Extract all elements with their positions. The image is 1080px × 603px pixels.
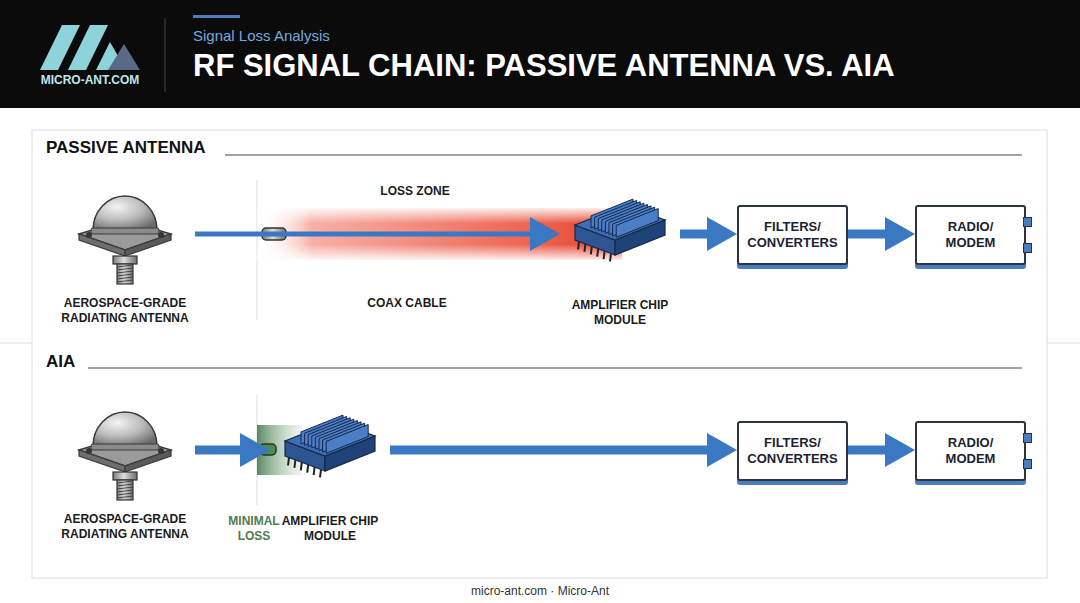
- figure-label: AMPLIFIER CHIP MODULE: [280, 514, 380, 544]
- zone-label: MINIMAL LOSS: [219, 514, 289, 544]
- part-label: COAX CABLE: [347, 296, 467, 311]
- zone-label: LOSS ZONE: [355, 184, 475, 199]
- signal-arrow: [848, 230, 903, 239]
- antenna-figure: AEROSPACE-GRADE RADIATING ANTENNA: [55, 386, 195, 542]
- panel-tick: [0, 343, 32, 344]
- section-rule: [225, 155, 1022, 156]
- figure-label: AEROSPACE-GRADE RADIATING ANTENNA: [60, 512, 190, 542]
- accent-bar: [193, 15, 240, 18]
- amplifier-figure: AMPLIFIER CHIP MODULE: [560, 190, 680, 328]
- section-rule: [88, 368, 1022, 369]
- section-heading: AIA: [46, 351, 75, 372]
- antenna-illustration: [65, 170, 185, 288]
- process-box: RADIO/ MODEM: [915, 421, 1026, 481]
- subtitle: Signal Loss Analysis: [193, 27, 330, 46]
- signal-arrow: [390, 446, 725, 455]
- amplifier-figure: AMPLIFIER CHIP MODULE: [270, 406, 390, 544]
- box-label: FILTERS/ CONVERTERS: [739, 219, 846, 250]
- antenna-illustration: [65, 386, 185, 504]
- process-box: FILTERS/ CONVERTERS: [737, 205, 848, 265]
- panel-frame: [32, 130, 1047, 578]
- port-tab: [1023, 243, 1032, 253]
- header-bar: [0, 0, 1080, 108]
- antenna-figure: AEROSPACE-GRADE RADIATING ANTENNA: [55, 170, 195, 326]
- figure-label: AEROSPACE-GRADE RADIATING ANTENNA: [60, 296, 190, 326]
- process-box: RADIO/ MODEM: [915, 205, 1026, 265]
- port-tab: [1023, 433, 1032, 443]
- port-tab: [1023, 459, 1032, 469]
- signal-arrow: [195, 232, 548, 237]
- signal-arrow: [195, 446, 258, 455]
- logo-mark: [40, 25, 140, 70]
- signal-arrow: [680, 230, 725, 239]
- box-label: RADIO/ MODEM: [917, 219, 1024, 250]
- port-tab: [1023, 217, 1032, 227]
- panel-tick: [1047, 343, 1080, 344]
- process-box: FILTERS/ CONVERTERS: [737, 421, 848, 481]
- figure-label: AMPLIFIER CHIP MODULE: [570, 298, 670, 328]
- amplifier-chip-illustration: [270, 406, 390, 486]
- coax-connector: [260, 444, 276, 455]
- amplifier-chip-illustration: [560, 190, 680, 270]
- signal-arrow: [848, 446, 903, 455]
- logo-text: MICRO-ANT.COM: [30, 73, 150, 88]
- title: RF SIGNAL CHAIN: PASSIVE ANTENNA VS. AIA: [193, 47, 895, 84]
- caption: micro-ant.com · Micro-Ant: [340, 584, 740, 599]
- section-heading: PASSIVE ANTENNA: [46, 137, 206, 158]
- box-label: RADIO/ MODEM: [917, 435, 1024, 466]
- box-label: FILTERS/ CONVERTERS: [739, 435, 846, 466]
- header-divider: [165, 18, 166, 92]
